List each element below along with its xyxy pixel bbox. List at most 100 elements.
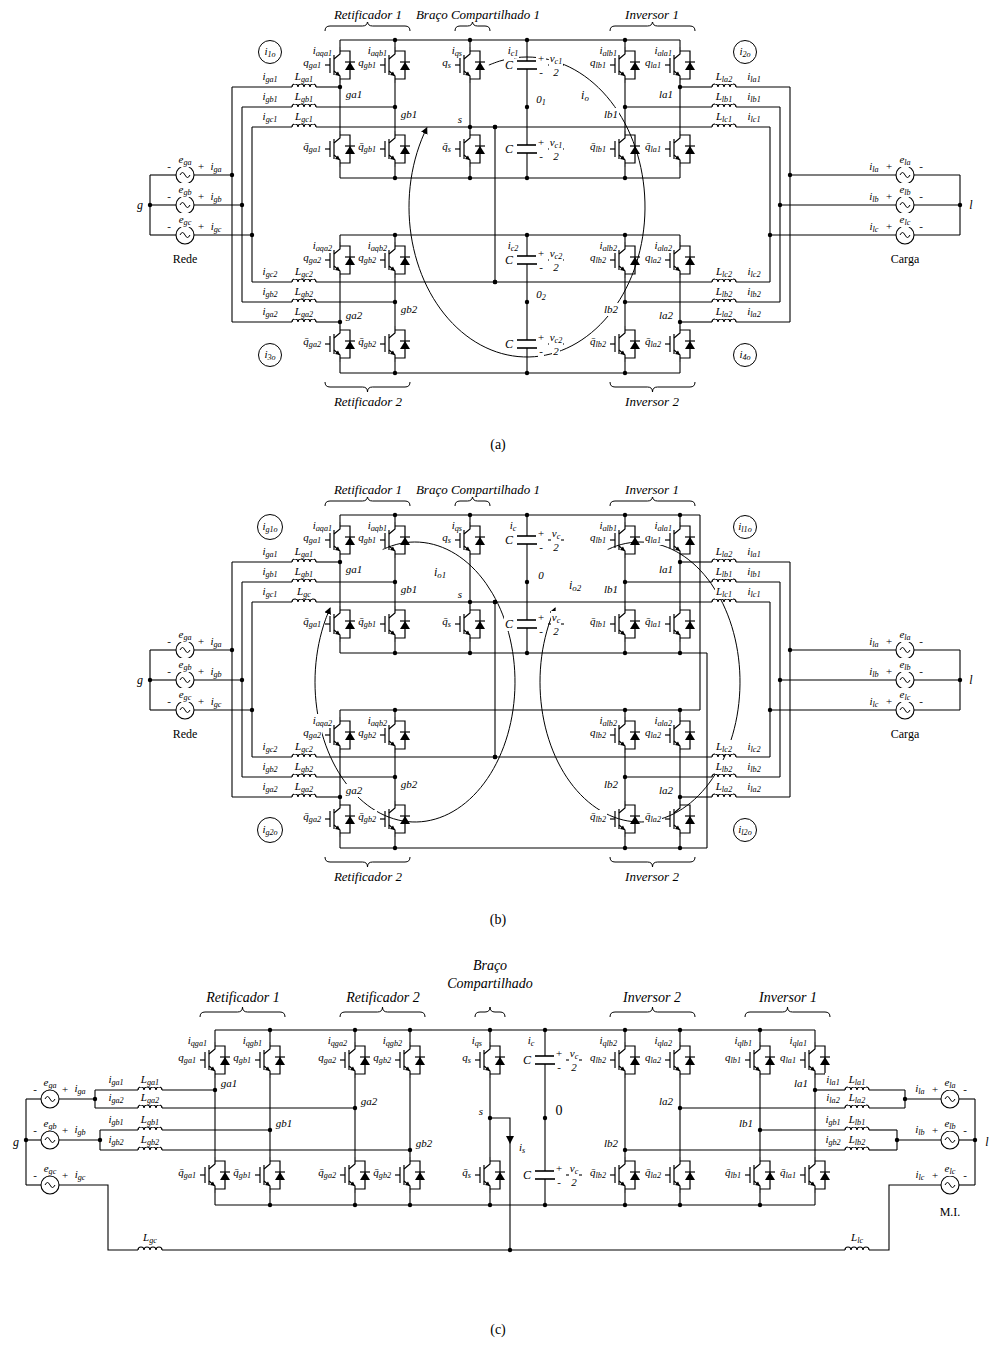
subscript: ga [213,640,221,649]
symbol-letter: i [747,760,750,772]
circuit-label: ilc2 [747,265,762,279]
circuit-label: ila1 [746,70,761,84]
inductor-symbol [292,774,316,777]
subscript: lc [905,218,911,227]
symbol-letter: q̄ [590,140,596,152]
symbol-letter: i [263,585,266,597]
circuit-label: iqga2 [327,1034,348,1048]
diode-triangle [415,1172,425,1180]
circuit-label: - [918,220,924,233]
current-tag-circle: i3o [258,343,282,367]
wire [897,1139,941,1140]
igbt-symbol [665,606,695,642]
subscript: s [522,1146,525,1155]
subscript: lb1 [731,1056,741,1065]
subscript: lb2 [750,290,760,299]
symbol-letter: L [141,1133,147,1145]
symbol-letter: L [849,1091,855,1103]
circuit-label: qs [441,531,452,545]
symbol-letter: i [739,348,742,360]
igbt-stroke [404,1042,410,1054]
igbt-stroke [388,725,389,745]
wire [526,515,527,536]
section-heading: Compartilhado [446,976,534,992]
circuit-label: Lgc1 [294,110,314,124]
wire [680,321,712,322]
igbt-arrow [620,547,625,552]
igbt-stroke [340,1174,345,1175]
subscript: lb1 [855,1118,865,1127]
circuit-label: q̄gb2 [357,335,377,349]
circuit-label: q̄lb2 [589,335,607,349]
wire [242,581,292,582]
symbol-letter: i [869,160,872,172]
symbol-letter: i [368,714,371,726]
ac-source-symbol [941,1131,959,1149]
igbt-stroke [673,334,674,354]
igbt-stroke [685,1056,695,1057]
subscript: lc1 [722,115,732,124]
diode-triangle [685,816,695,824]
igbt-stroke [209,1066,215,1078]
circuit-label: - [166,665,172,678]
subscript: s [448,61,451,70]
wire [251,602,252,757]
igbt-stroke [325,539,330,540]
circuit-label: Llc [850,1231,864,1245]
section-heading: Inversor 2 [622,990,682,1006]
circuit-label: Lgc2 [294,740,314,754]
circuit-label: ila [914,1082,925,1096]
section-heading: Braço Compartilhado 1 [415,482,541,497]
circuit-label: + [884,160,893,173]
igbt-arrow [620,1182,625,1187]
igbt-stroke [673,614,674,634]
igbt-stroke [380,734,385,735]
wire [869,1129,897,1130]
subscript: la [918,1087,924,1096]
igbt-stroke [630,731,640,732]
circuit-label: q̄ga1 [302,615,322,629]
wire [470,601,495,602]
circuit-label: igc [210,220,223,234]
wire [770,709,896,710]
igbt-symbol [395,1157,425,1193]
circuit-label: C [504,253,514,267]
igbt-stroke [400,340,410,341]
wire [769,127,770,282]
igbt-stroke [349,1066,355,1078]
wire [100,1129,138,1130]
subscript: lb2 [596,1056,606,1065]
igbt-stroke [333,809,334,829]
capacitor-plate [517,535,537,537]
igbt-arrow [405,1182,410,1187]
subscript: gc [78,1173,86,1182]
diode-triangle [495,1172,505,1180]
junction-dot [525,371,529,375]
circuit-label: qlb2 [589,1051,607,1065]
subscript: lb1 [722,570,732,579]
symbol-letter: e [178,183,183,195]
bracket [610,857,695,867]
subscript: gc [184,218,192,227]
igbt-arrow [620,826,625,831]
subscript: la1 [651,620,661,629]
subscript: ga2 [324,1056,336,1065]
diode-triangle [400,621,410,629]
igbt-stroke [630,340,640,341]
igbt-stroke [475,536,485,537]
symbol-letter: i [211,220,214,232]
symbol-letter: i [328,1034,331,1046]
symbol-letter: L [716,285,722,297]
igbt-symbol [745,1157,775,1193]
igbt-stroke [404,1066,410,1078]
section-heading: Retificador 1 [205,990,281,1006]
diode-triangle [630,537,640,545]
circuit-label: + [930,1083,939,1096]
wire [339,837,340,848]
symbol-letter: q [358,251,364,263]
igbt-stroke [475,1059,480,1060]
subscript: ga1 [265,550,277,559]
circuit-label: ila1 [825,1073,840,1087]
circuit-label: iqlb1 [733,1034,753,1048]
subscript: s [468,1171,471,1180]
